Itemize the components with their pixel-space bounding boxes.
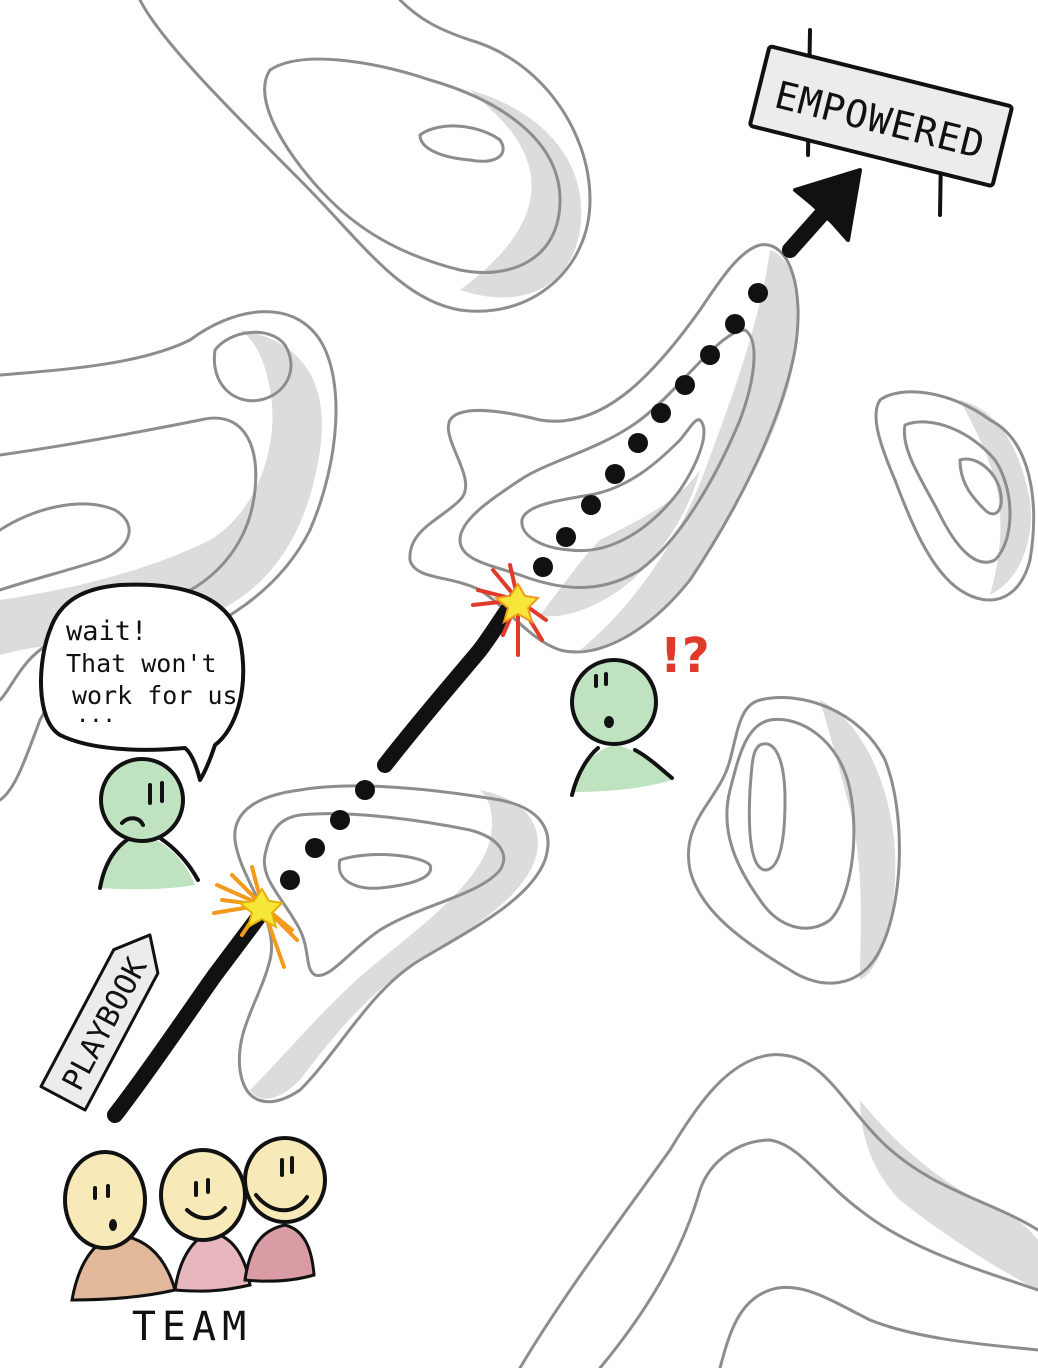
surprised-figure xyxy=(570,658,674,797)
team-member-1-body xyxy=(70,1233,177,1302)
bubble-line-3: work for us xyxy=(72,681,238,710)
team-member-2-body xyxy=(173,1230,252,1293)
path-solid-lower xyxy=(107,907,268,1123)
contour-central-ridge xyxy=(408,243,800,654)
path-dots-upper xyxy=(533,283,768,577)
team-member-1 xyxy=(63,1150,147,1250)
contour-lower-right-hill xyxy=(686,696,901,985)
spark-lower-icon xyxy=(212,865,299,969)
team-member-3-body xyxy=(243,1223,316,1283)
playbook-arrow-sign: PLAYBOOK xyxy=(39,933,160,1112)
bubble-line-4: ... xyxy=(76,703,116,728)
exclamation-marks: !? xyxy=(660,628,710,684)
contour-lower-ridge xyxy=(233,784,550,1104)
contour-bottom-hill xyxy=(518,1053,1038,1368)
contour-top-hill xyxy=(138,0,592,313)
path-solid-middle xyxy=(377,592,523,773)
team-member-3 xyxy=(243,1136,327,1224)
path-dots-lower xyxy=(280,780,375,890)
bubble-line-1: wait! xyxy=(66,616,147,647)
bubble-line-2: That won't xyxy=(66,649,217,678)
path-arrow-head xyxy=(793,168,862,242)
empowered-sign: EMPOWERED xyxy=(748,28,1014,217)
contour-right-hill xyxy=(874,390,1036,602)
team-label: TEAM xyxy=(132,1304,252,1350)
team-group: TEAM xyxy=(63,1136,327,1350)
team-member-2 xyxy=(159,1148,247,1242)
surprised-face xyxy=(570,658,658,746)
frowning-face xyxy=(99,757,185,843)
frowning-figure xyxy=(98,757,200,890)
speech-bubble: wait! That won't work for us ... xyxy=(39,582,246,782)
progress-path xyxy=(107,168,862,1123)
spark-upper-icon xyxy=(471,563,548,657)
